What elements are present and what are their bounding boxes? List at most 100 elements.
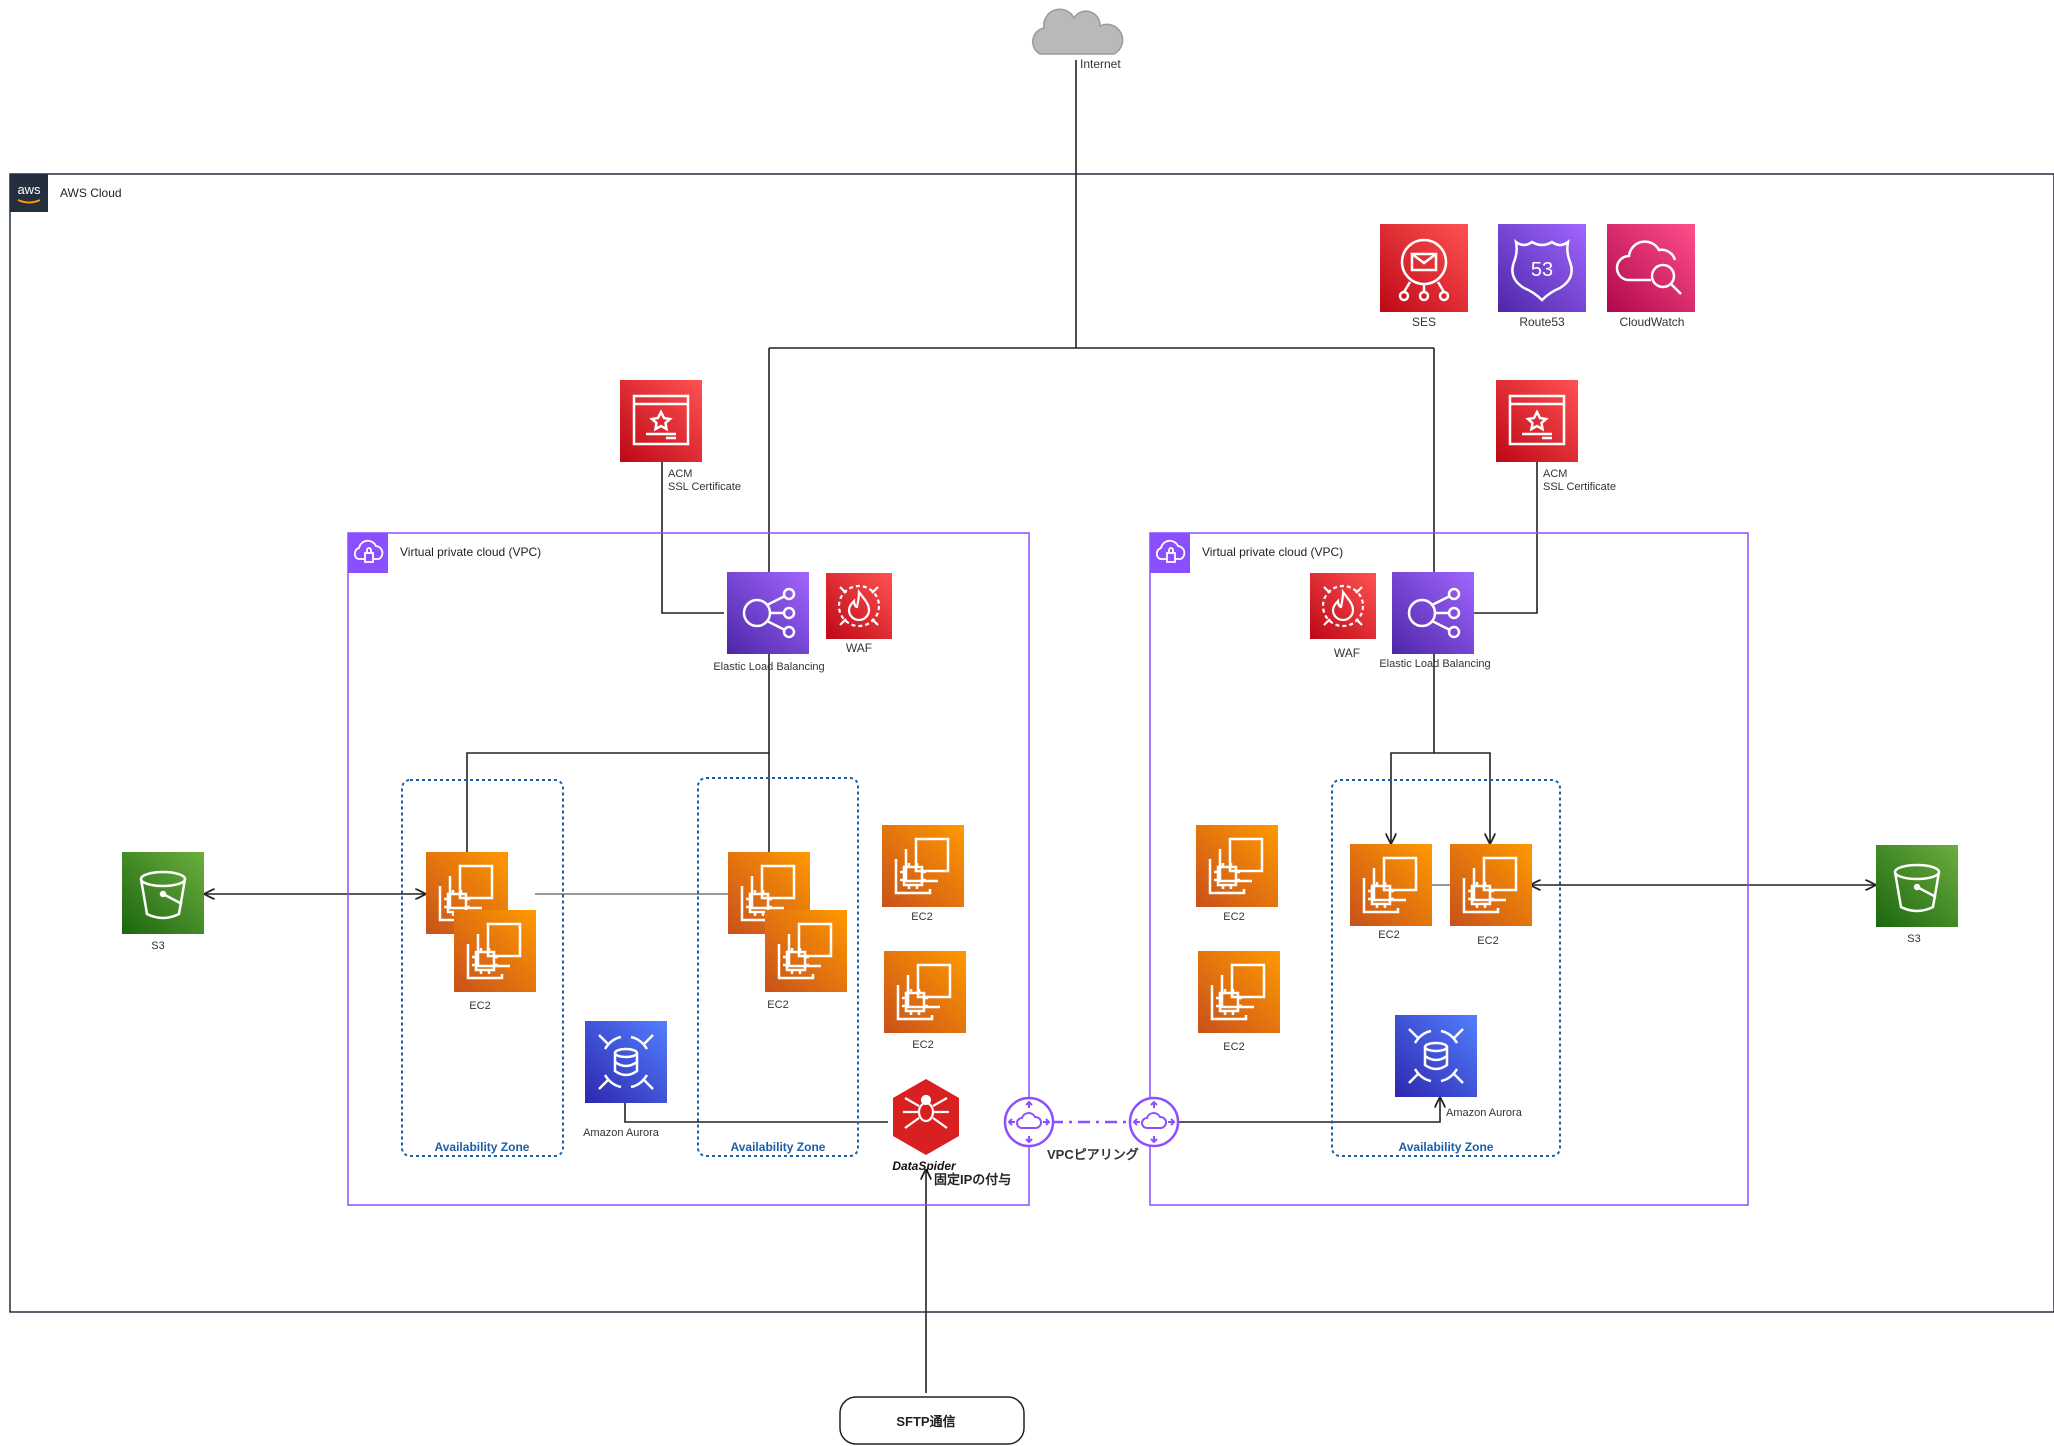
left-elb-label: Elastic Load Balancing <box>713 661 824 673</box>
right-az-ec2-2-label: EC2 <box>1477 935 1498 947</box>
left-vpc-label: Virtual private cloud (VPC) <box>400 545 541 559</box>
peering-endpoint-icon <box>1128 1096 1180 1148</box>
left-s3-label: S3 <box>151 940 164 952</box>
aws-logo-icon <box>10 174 48 212</box>
left-vpc-border <box>347 532 1030 1206</box>
right-ec2-standalone-1-label: EC2 <box>1223 911 1244 923</box>
left-acm-to-elb-line <box>661 462 724 614</box>
right-acm-line2: SSL Certificate <box>1543 481 1616 493</box>
sftp-node[interactable]: SFTP通信 <box>839 1396 1025 1445</box>
left-az1-ec2[interactable]: EC2 <box>424 850 538 1012</box>
left-az2-ec2[interactable]: EC2 <box>726 850 849 1011</box>
right-vpc-label: Virtual private cloud (VPC) <box>1202 545 1343 559</box>
left-aurora[interactable]: Amazon Aurora <box>583 1019 669 1139</box>
waf-icon <box>1308 571 1378 641</box>
ec2-instance-icon <box>1194 823 1280 909</box>
acm-certificate-icon <box>618 378 704 464</box>
sftp-label: SFTP通信 <box>896 1414 955 1429</box>
left-waf[interactable]: WAF <box>824 571 894 655</box>
ec2-instance-icon <box>1448 842 1534 928</box>
left-ec2-standalone-1-label: EC2 <box>911 911 932 923</box>
right-ec2-standalone-2[interactable]: EC2 <box>1196 949 1282 1053</box>
peering-endpoint-icon <box>1003 1096 1055 1148</box>
vpc-icon <box>347 532 389 574</box>
aurora-database-icon <box>1393 1013 1479 1099</box>
left-az1-border <box>401 779 564 1157</box>
internet-label: Internet <box>1080 57 1121 71</box>
left-az1-label: Availability Zone <box>435 1140 530 1154</box>
aws-cloud-group: aws AWS Cloud <box>9 173 2054 1313</box>
cloudwatch-label: CloudWatch <box>1620 315 1685 329</box>
left-az2-border <box>697 777 859 1157</box>
right-s3[interactable]: S3 <box>1874 843 1960 945</box>
left-s3[interactable]: S3 <box>120 850 206 952</box>
right-az-ec2-2[interactable]: EC2 <box>1448 842 1534 947</box>
right-az-ec2-1[interactable]: EC2 <box>1348 842 1434 941</box>
s3-bucket-icon <box>120 850 206 936</box>
aws-cloud-border <box>9 173 2054 1313</box>
right-elb-label: Elastic Load Balancing <box>1379 658 1490 670</box>
ec2-instance-icon <box>880 823 966 909</box>
left-az2-ec2-label: EC2 <box>767 999 788 1011</box>
ec2-instance-icon <box>882 949 968 1035</box>
right-acm-to-elb-line <box>1474 462 1538 614</box>
left-acm-line2: SSL Certificate <box>668 481 741 493</box>
right-az-border <box>1331 779 1561 1157</box>
right-vpc: Virtual private cloud (VPC) <box>1149 532 1749 1206</box>
right-s3-label: S3 <box>1907 933 1920 945</box>
route53-icon <box>1496 222 1588 314</box>
left-az2-label: Availability Zone <box>731 1140 826 1154</box>
right-acm-line1: ACM <box>1543 468 1567 480</box>
left-aurora-label: Amazon Aurora <box>583 1127 660 1139</box>
right-elb[interactable]: Elastic Load Balancing <box>1379 570 1491 670</box>
left-ec2-standalone-2-label: EC2 <box>912 1039 933 1051</box>
left-acm-line1: ACM <box>668 468 692 480</box>
aws-logo-text: aws <box>17 182 41 197</box>
aws-cloud-label: AWS Cloud <box>60 186 122 200</box>
waf-icon <box>824 571 894 641</box>
right-ec2-standalone-1[interactable]: EC2 <box>1194 823 1280 923</box>
load-balancer-icon <box>1390 570 1476 656</box>
ec2-instance-icon <box>452 908 538 994</box>
ses-service[interactable]: SES <box>1378 222 1470 329</box>
right-elb-to-ec2-line <box>1391 654 1435 843</box>
ec2-instance-icon <box>1196 949 1282 1035</box>
internet-cloud-icon <box>1032 8 1124 55</box>
left-ec2-standalone-1[interactable]: EC2 <box>880 823 966 923</box>
right-aurora[interactable]: Amazon Aurora <box>1393 1013 1523 1119</box>
load-balancer-icon <box>725 570 811 656</box>
right-waf-label: WAF <box>1334 646 1360 660</box>
left-acm[interactable]: ACM SSL Certificate <box>618 378 741 493</box>
left-ec2-standalone-2[interactable]: EC2 <box>882 949 968 1051</box>
left-vpc: Virtual private cloud (VPC) <box>347 532 1030 1206</box>
left-elb[interactable]: Elastic Load Balancing <box>713 570 825 673</box>
left-az1-ec2-label: EC2 <box>469 1000 490 1012</box>
right-az-ec2-1-label: EC2 <box>1378 929 1399 941</box>
right-peering-endpoint[interactable] <box>1128 1096 1180 1148</box>
vpc-peering-label: VPCピアリング <box>1047 1147 1139 1162</box>
connectors <box>205 60 1875 1393</box>
right-waf[interactable]: WAF <box>1308 571 1378 660</box>
fixed-ip-label: 固定IPの付与 <box>934 1172 1011 1187</box>
ec2-instance-icon <box>1348 842 1434 928</box>
sftp-box <box>839 1396 1025 1445</box>
vpc-icon <box>1149 532 1191 574</box>
right-vpc-border <box>1149 532 1749 1206</box>
ses-icon <box>1378 222 1470 314</box>
route53-service[interactable]: Route53 <box>1496 222 1588 329</box>
cloudwatch-icon <box>1605 222 1697 314</box>
cloudwatch-service[interactable]: CloudWatch <box>1605 222 1697 329</box>
dataspider-logo-icon <box>893 1079 959 1155</box>
right-ec2-standalone-2-label: EC2 <box>1223 1041 1244 1053</box>
dataspider-label: DataSpider <box>892 1159 957 1173</box>
left-waf-label: WAF <box>846 641 872 655</box>
ses-label: SES <box>1412 315 1436 329</box>
left-peering-endpoint[interactable] <box>1003 1096 1055 1148</box>
aurora-database-icon <box>583 1019 669 1105</box>
dataspider[interactable]: DataSpider 固定IPの付与 <box>892 1079 1011 1187</box>
right-acm[interactable]: ACM SSL Certificate <box>1494 378 1616 493</box>
right-az-label: Availability Zone <box>1399 1140 1494 1154</box>
route53-label: Route53 <box>1519 315 1565 329</box>
right-elb-to-ec2b-line <box>1434 752 1490 843</box>
right-aurora-label: Amazon Aurora <box>1446 1107 1523 1119</box>
